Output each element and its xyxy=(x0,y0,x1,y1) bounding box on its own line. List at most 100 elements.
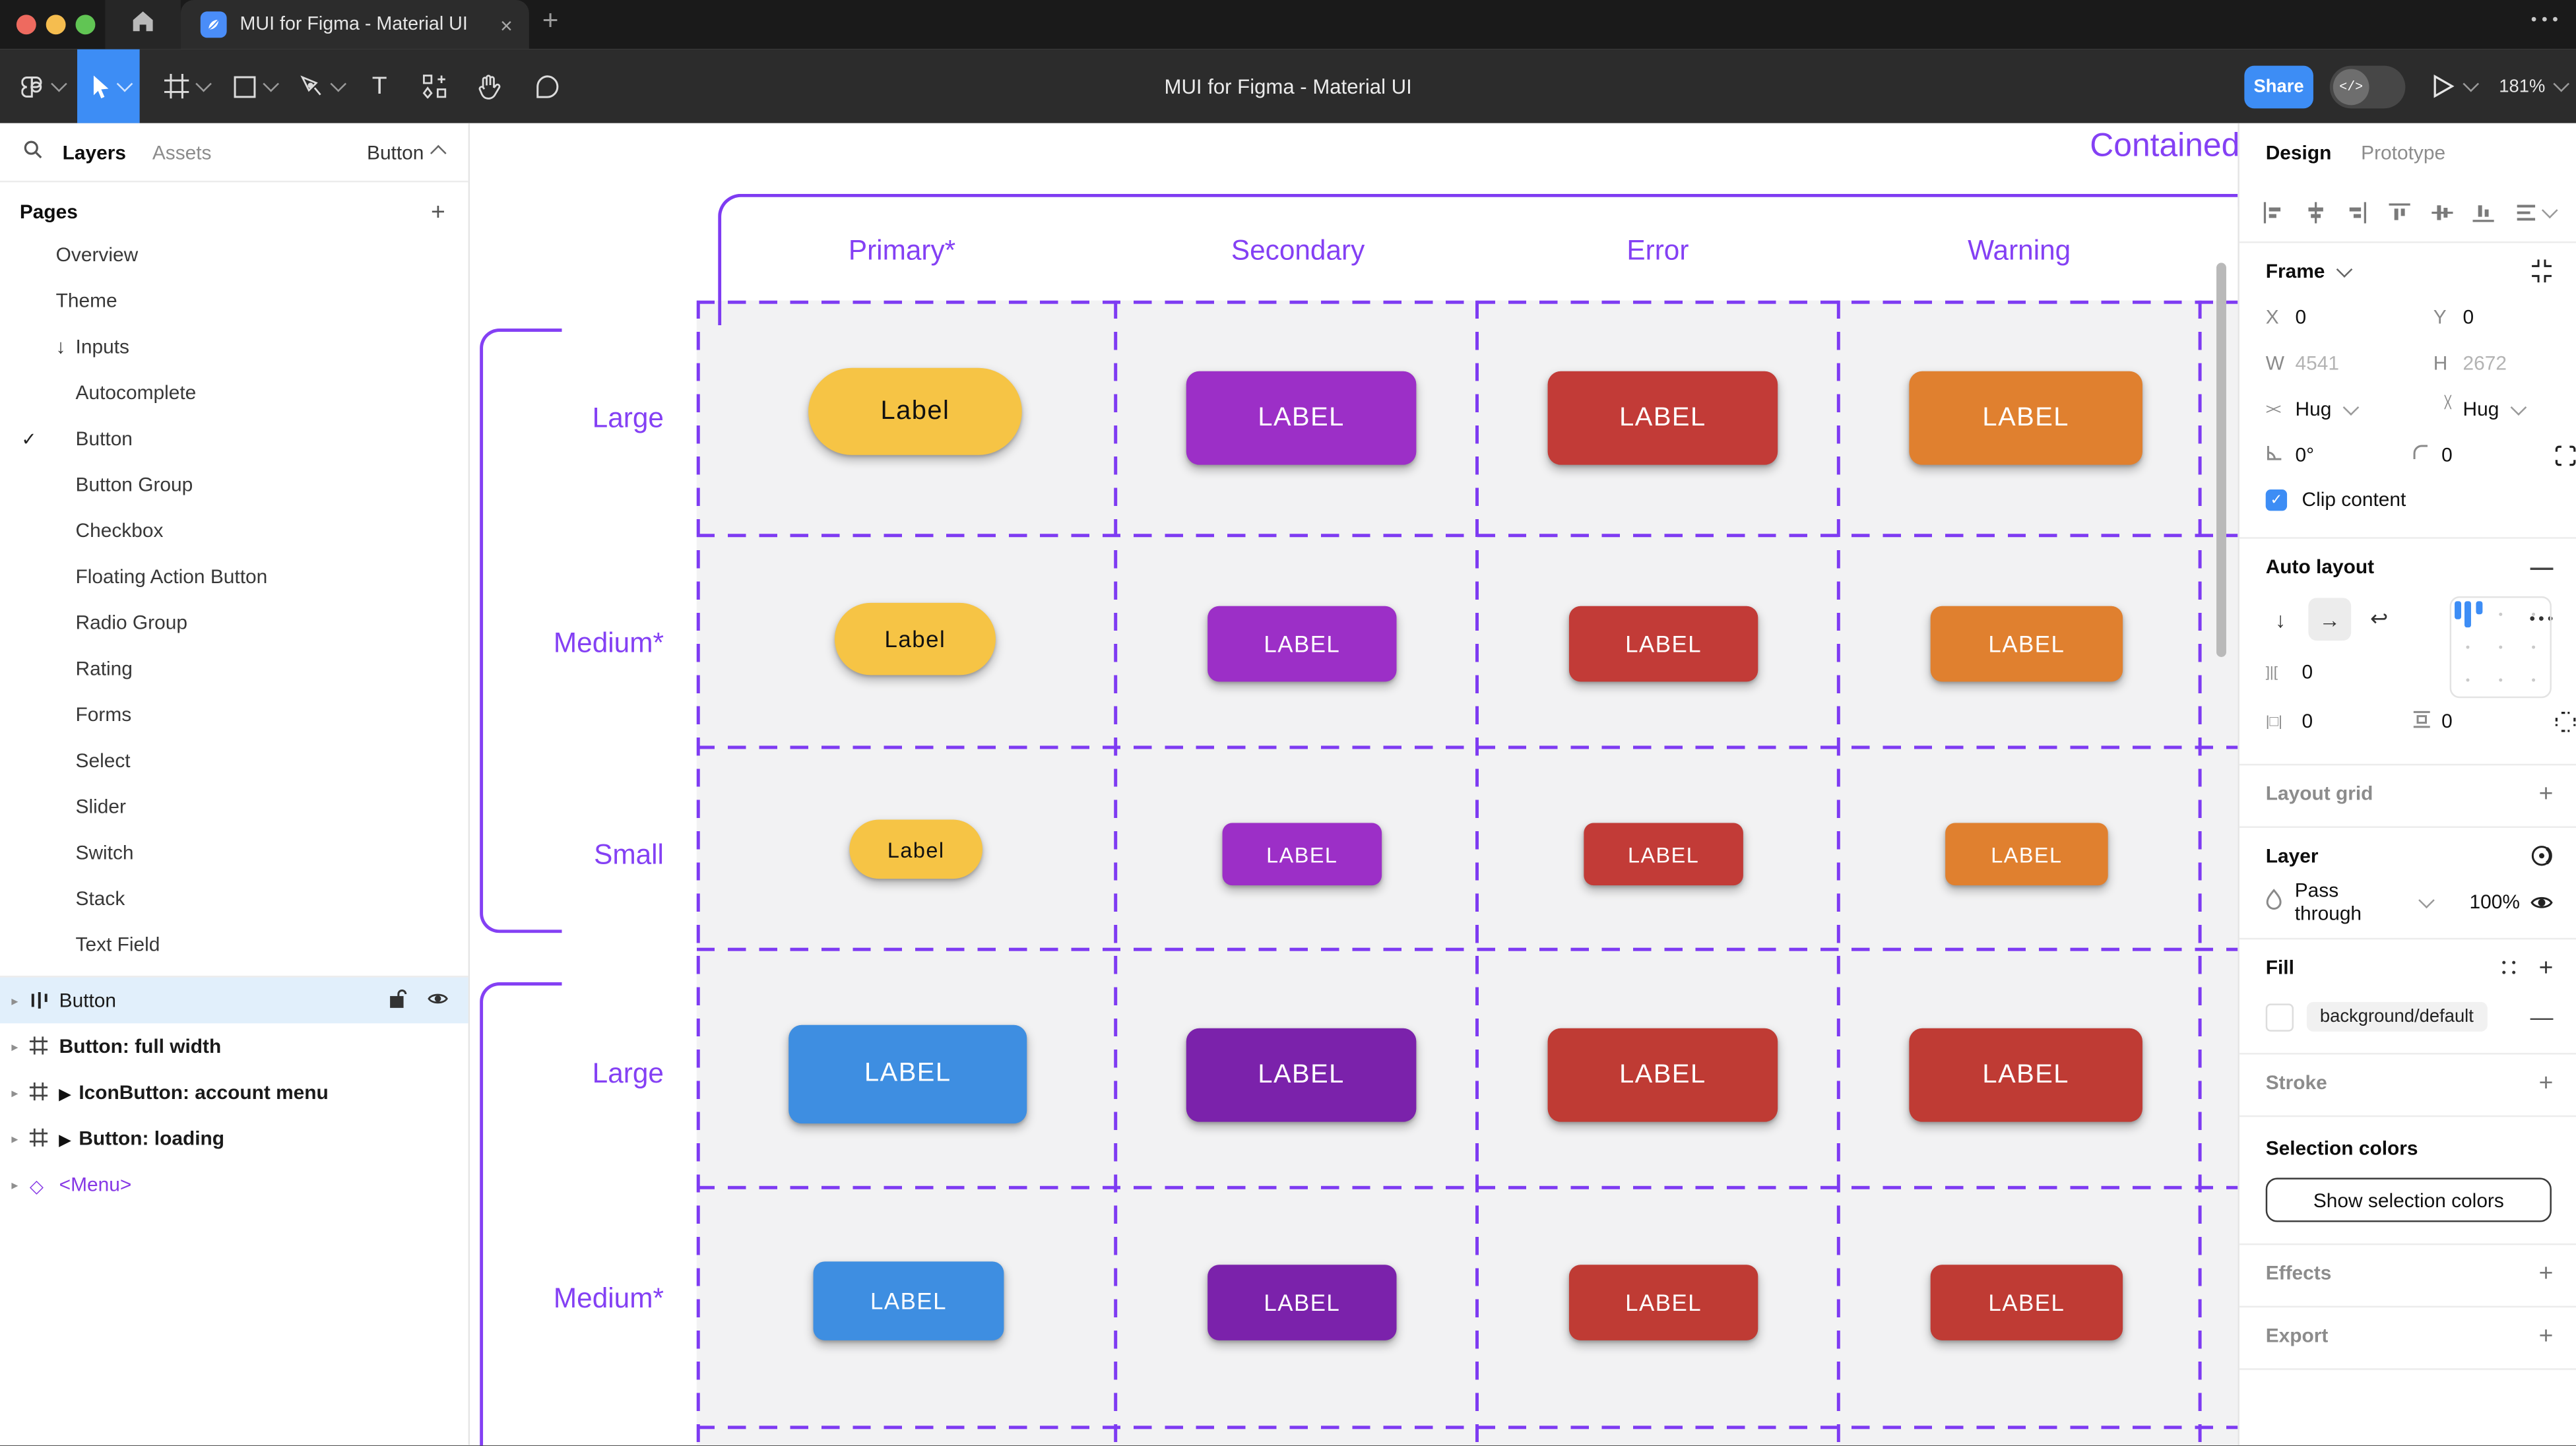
document-tab[interactable]: MUI for Figma - Material UI × xyxy=(180,0,529,49)
collapse-arrow-icon[interactable]: ↓ xyxy=(55,334,66,358)
document-title[interactable]: MUI for Figma - Material UI xyxy=(1164,75,1412,98)
button-contained-error-small[interactable]: LABEL xyxy=(1584,823,1743,886)
chevron-right-icon[interactable]: ▸ xyxy=(11,1084,18,1100)
page-item[interactable]: ↓Inputs xyxy=(55,334,129,358)
share-button[interactable]: Share xyxy=(2244,65,2313,109)
add-effect-button[interactable]: + xyxy=(2538,1259,2554,1287)
page-item[interactable]: Forms xyxy=(75,703,132,726)
present-button[interactable] xyxy=(2428,49,2480,123)
independent-padding-icon[interactable] xyxy=(2555,710,2576,732)
page-jump-dropdown[interactable]: Button xyxy=(367,141,447,164)
chevron-right-icon[interactable]: ▸ xyxy=(11,1038,18,1054)
page-item[interactable]: Checkbox xyxy=(75,519,164,542)
button-contained-secondary-small[interactable]: LABEL xyxy=(1222,823,1382,886)
button-theme2-primary-medium[interactable]: LABEL xyxy=(813,1261,1004,1340)
remove-fill-button[interactable]: — xyxy=(2530,1003,2554,1030)
page-item-current[interactable]: ✓Button xyxy=(21,427,133,451)
traffic-light-zoom[interactable] xyxy=(75,15,96,35)
button-contained-warning-medium[interactable]: LABEL xyxy=(1930,606,2123,682)
independent-corners-icon[interactable] xyxy=(2555,445,2576,466)
button-contained-primary-medium[interactable]: Label xyxy=(834,602,996,676)
gap-field[interactable]: ]|[0 xyxy=(2265,660,2313,683)
button-theme2-error-large[interactable]: LABEL xyxy=(1547,1028,1778,1122)
page-item[interactable]: Button Group xyxy=(75,473,193,496)
add-layout-grid-button[interactable]: + xyxy=(2538,779,2554,807)
horizontal-padding-field[interactable]: |□|0 xyxy=(2265,709,2313,733)
button-theme2-secondary-medium[interactable]: LABEL xyxy=(1208,1265,1397,1340)
align-v-center-icon[interactable] xyxy=(2431,201,2453,222)
button-theme2-warning-medium[interactable]: LABEL xyxy=(1930,1265,2123,1340)
align-left-icon[interactable] xyxy=(2263,201,2284,223)
frame-tool[interactable] xyxy=(158,49,214,123)
pen-tool[interactable] xyxy=(292,49,348,123)
checkbox-checked-icon[interactable]: ✓ xyxy=(2265,488,2288,511)
align-right-icon[interactable] xyxy=(2346,201,2367,223)
comment-tool[interactable] xyxy=(523,49,572,123)
add-stroke-button[interactable]: + xyxy=(2538,1068,2554,1097)
page-item[interactable]: Switch xyxy=(75,840,134,864)
chevron-right-icon[interactable]: ▸ xyxy=(11,1131,18,1146)
button-theme2-error-medium[interactable]: LABEL xyxy=(1568,1265,1758,1340)
zoom-menu[interactable]: 181% xyxy=(2499,49,2570,123)
layer-row-instance[interactable]: ▸ ◇ <Menu> xyxy=(11,1172,132,1198)
main-menu-button[interactable] xyxy=(13,49,69,123)
page-item[interactable]: Select xyxy=(75,749,131,772)
page-item[interactable]: Text Field xyxy=(75,933,160,957)
horizontal-resizing-dropdown[interactable]: ><Hug xyxy=(2266,398,2407,420)
search-icon[interactable] xyxy=(23,140,43,164)
collapse-frame-icon[interactable] xyxy=(2530,259,2554,283)
add-fill-button[interactable]: + xyxy=(2538,953,2554,982)
tab-assets[interactable]: Assets xyxy=(152,140,212,164)
page-item[interactable]: Slider xyxy=(75,795,126,819)
button-contained-secondary-medium[interactable]: LABEL xyxy=(1208,606,1397,682)
tab-design[interactable]: Design xyxy=(2265,141,2332,164)
button-contained-error-large[interactable]: LABEL xyxy=(1547,371,1778,465)
dev-mode-toggle[interactable]: </> xyxy=(2329,65,2406,109)
rotation-field[interactable]: 0° xyxy=(2266,443,2386,466)
visible-eye-icon[interactable] xyxy=(427,988,448,1013)
chevron-down-icon[interactable] xyxy=(2336,261,2353,277)
frame-title[interactable]: Contained xyxy=(2090,128,2238,164)
add-export-button[interactable]: + xyxy=(2538,1321,2554,1350)
button-theme2-primary-large[interactable]: LABEL xyxy=(789,1024,1027,1124)
vertical-padding-field[interactable]: 0 xyxy=(2412,708,2532,733)
hand-tool[interactable] xyxy=(467,49,513,123)
canvas-scrollbar[interactable] xyxy=(2216,263,2226,657)
layer-row[interactable]: ▸ ▶Button: loading xyxy=(11,1127,225,1150)
canvas-viewport[interactable]: Contained Primary* Secondary Error Warni… xyxy=(470,123,2238,1446)
home-tab[interactable] xyxy=(105,0,181,49)
actions-tool[interactable] xyxy=(411,49,457,123)
clip-content-row[interactable]: ✓ Clip content xyxy=(2239,488,2576,511)
page-item[interactable]: Radio Group xyxy=(75,611,187,635)
direction-vertical-button[interactable]: ↓ xyxy=(2275,607,2286,632)
layer-row[interactable]: ▸ ▶IconButton: account menu xyxy=(11,1081,329,1104)
direction-horizontal-button-selected[interactable]: → xyxy=(2308,598,2352,641)
button-contained-warning-large[interactable]: LABEL xyxy=(1909,371,2142,465)
add-page-button[interactable]: + xyxy=(430,198,445,226)
button-contained-secondary-large[interactable]: LABEL xyxy=(1186,371,1417,465)
tab-close-icon[interactable]: × xyxy=(499,12,513,38)
corner-radius-field[interactable]: 0 xyxy=(2412,443,2532,466)
page-item[interactable]: Autocomplete xyxy=(75,381,197,404)
chevron-right-icon[interactable]: ▸ xyxy=(11,1177,18,1192)
page-item[interactable]: Stack xyxy=(75,887,125,910)
button-contained-primary-small[interactable]: Label xyxy=(849,819,983,879)
direction-wrap-button[interactable]: ↩ xyxy=(2369,606,2389,631)
page-item[interactable]: Floating Action Button xyxy=(75,565,268,588)
button-theme2-secondary-large[interactable]: LABEL xyxy=(1186,1028,1417,1122)
page-item[interactable]: Rating xyxy=(75,657,133,680)
text-tool[interactable]: T xyxy=(371,72,387,100)
button-contained-warning-small[interactable]: LABEL xyxy=(1945,823,2108,886)
fill-styles-icon[interactable] xyxy=(2499,958,2519,978)
move-tool-selected[interactable] xyxy=(77,49,140,123)
blend-mode-dropdown[interactable]: Pass through xyxy=(2266,879,2435,925)
button-contained-error-medium[interactable]: LABEL xyxy=(1568,606,1758,682)
button-theme2-warning-large[interactable]: LABEL xyxy=(1909,1028,2142,1122)
chevron-right-icon[interactable]: ▸ xyxy=(11,993,18,1008)
remove-auto-layout-button[interactable]: — xyxy=(2530,553,2554,580)
layer-row[interactable]: ▸ Button: full width xyxy=(11,1034,222,1058)
traffic-light-minimize[interactable] xyxy=(46,15,66,35)
